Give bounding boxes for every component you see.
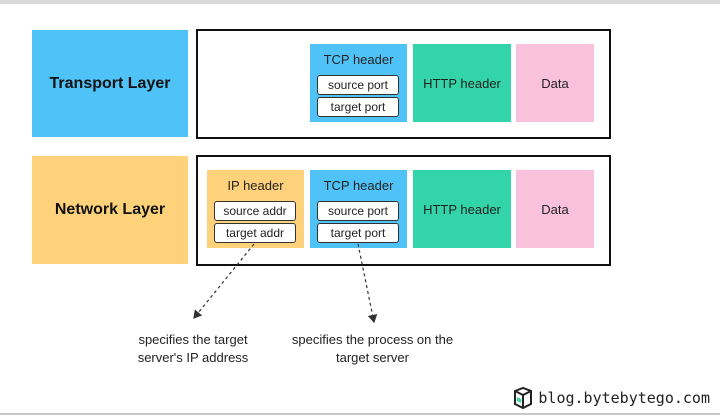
network-tcp-title: TCP header bbox=[323, 178, 394, 193]
ip-note: specifies the target server's IP address bbox=[137, 332, 249, 365]
network-layer-text: Network Layer bbox=[54, 201, 166, 218]
network-target-addr: target addr bbox=[214, 223, 296, 243]
bytebytego-logo-icon bbox=[514, 386, 533, 410]
top-border bbox=[0, 0, 720, 4]
transport-layer-label: Transport Layer bbox=[32, 30, 188, 137]
network-source-addr: source addr bbox=[214, 201, 296, 221]
transport-data-text: Data bbox=[541, 75, 569, 91]
port-arrow bbox=[357, 243, 378, 324]
network-source-port: source port bbox=[317, 201, 399, 221]
port-note: specifies the process on the target serv… bbox=[291, 332, 454, 365]
ip-arrow bbox=[193, 243, 255, 319]
brand-text: blog.bytebytego.com bbox=[538, 389, 710, 407]
transport-tcp-header: TCP header source port target port bbox=[310, 44, 407, 122]
bottom-border bbox=[0, 413, 720, 415]
network-data: Data bbox=[516, 170, 594, 248]
transport-source-port: source port bbox=[317, 75, 399, 95]
transport-data: Data bbox=[516, 44, 594, 122]
network-ip-title: IP header bbox=[227, 178, 284, 193]
network-ip-header: IP header source addr target addr bbox=[207, 170, 304, 248]
transport-tcp-title: TCP header bbox=[323, 52, 394, 67]
transport-target-port: target port bbox=[317, 97, 399, 117]
transport-http-header: HTTP header bbox=[413, 44, 511, 122]
network-layer-label: Network Layer bbox=[32, 156, 188, 264]
network-target-port: target port bbox=[317, 223, 399, 243]
brand: blog.bytebytego.com bbox=[512, 386, 710, 410]
transport-layer-text: Transport Layer bbox=[49, 74, 171, 92]
network-http-header: HTTP header bbox=[413, 170, 511, 248]
transport-http-text: HTTP header bbox=[423, 75, 501, 91]
network-data-text: Data bbox=[541, 201, 569, 217]
network-http-text: HTTP header bbox=[423, 201, 501, 217]
network-tcp-header: TCP header source port target port bbox=[310, 170, 407, 248]
